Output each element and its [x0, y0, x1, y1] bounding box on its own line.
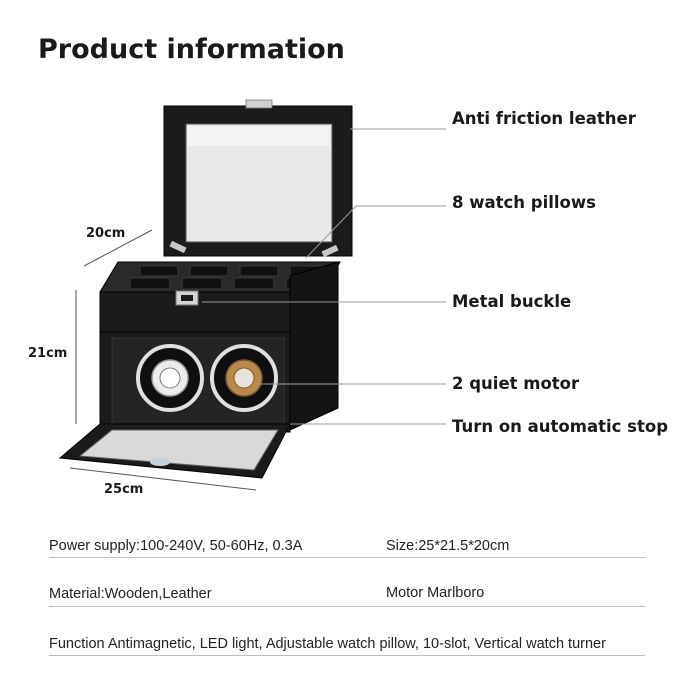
spec-divider — [49, 606, 645, 607]
spec-divider — [49, 557, 645, 558]
leader-lines — [202, 128, 446, 425]
page-title: Product information — [38, 34, 345, 65]
lid — [163, 99, 353, 258]
callout-metal-buckle: Metal buckle — [452, 292, 572, 311]
spec-power-supply: Power supply:100-240V, 50-60Hz, 0.3A — [49, 538, 303, 554]
spec-material: Material:Wooden,Leather — [49, 586, 212, 602]
spec-divider — [49, 655, 645, 656]
callout-automatic-stop: Turn on automatic stop — [452, 417, 668, 436]
front-door — [58, 423, 291, 479]
callout-anti-friction-leather: Anti friction leather — [452, 109, 636, 128]
dimension-height: 21cm — [28, 346, 68, 361]
dimension-width: 25cm — [104, 482, 144, 497]
spec-motor: Motor Marlboro — [386, 585, 485, 601]
spec-function: Function Antimagnetic, LED light, Adjust… — [49, 636, 606, 652]
spec-size: Size:25*21.5*20cm — [386, 538, 510, 554]
dimension-depth: 20cm — [86, 226, 126, 241]
box-body — [99, 261, 339, 433]
callout-quiet-motor: 2 quiet motor — [452, 374, 580, 393]
dimension-lines — [69, 229, 257, 491]
callout-watch-pillows: 8 watch pillows — [452, 193, 596, 212]
